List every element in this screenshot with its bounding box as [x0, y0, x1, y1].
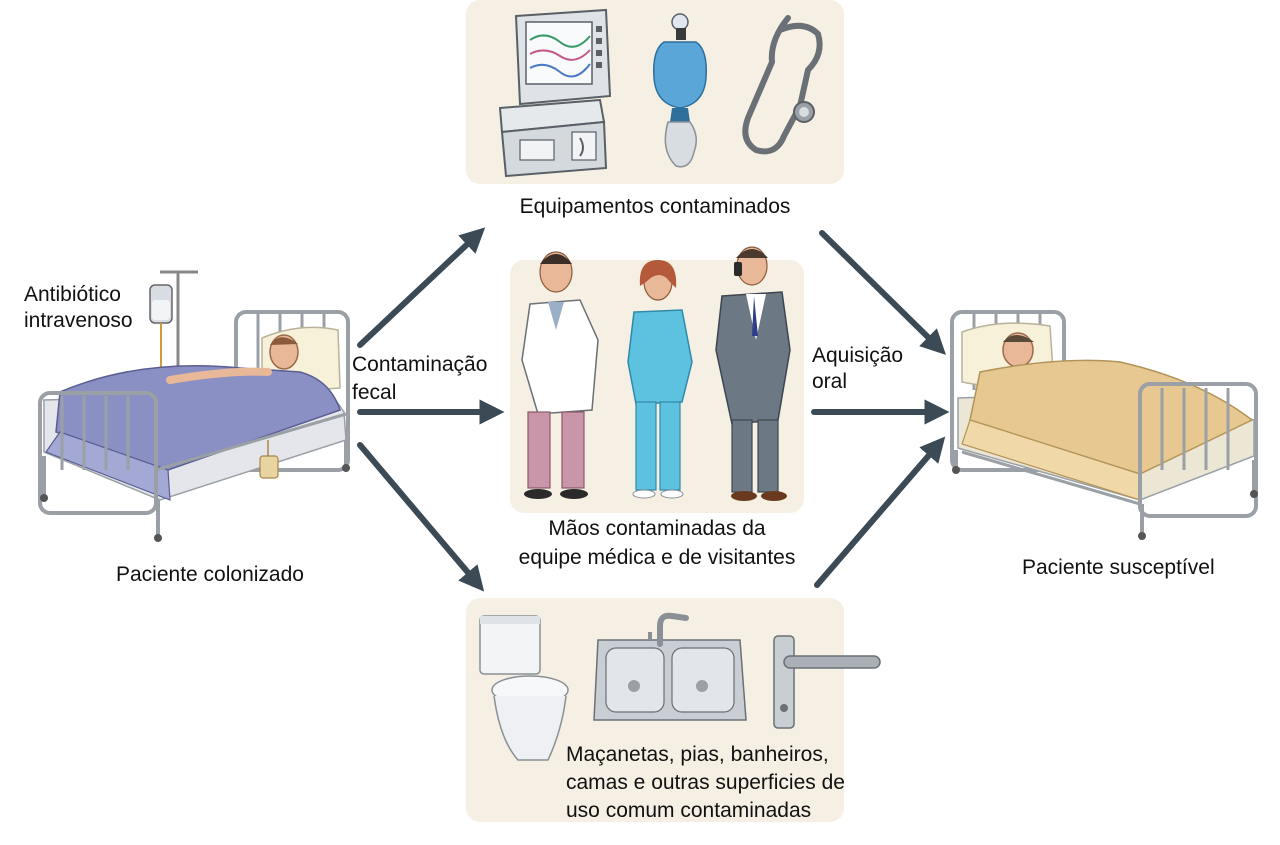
oral-label-line1: Aquisição [812, 344, 904, 367]
visitor-icon [715, 246, 791, 501]
arrow-to-equipment [357, 227, 486, 348]
fecal-label-line1: Contaminação [352, 353, 488, 376]
susceptible-patient-bed-icon [950, 310, 1258, 540]
surfaces-label-line3: uso comum contaminadas [566, 799, 812, 822]
bag-valve-mask-icon [652, 13, 708, 168]
nurse-icon [627, 260, 693, 499]
susceptible-patient-label: Paciente susceptível [1022, 556, 1215, 579]
arrow-from-equipment [819, 230, 946, 355]
door-handle-icon [773, 635, 881, 729]
colonized-patient-label: Paciente colonizado [116, 563, 304, 586]
hands-label-line1: Mãos contaminadas da [548, 517, 766, 540]
oral-label-line2: oral [812, 370, 848, 393]
surfaces-label-line1: Maçanetas, pias, banheiros, [566, 743, 829, 766]
doctor-icon [521, 251, 599, 499]
stethoscope-icon [742, 15, 823, 155]
ventilator-monitor-icon [498, 8, 612, 178]
surfaces-label-line2: camas e outras superficies de [566, 771, 845, 794]
transmission-arrows [357, 227, 950, 592]
equipment-label: Equipamentos contaminados [519, 195, 791, 218]
arrow-from-surfaces [814, 436, 946, 588]
antibiotic-label-line1: Antibiótico [24, 283, 121, 306]
fecal-label-line2: fecal [352, 381, 397, 404]
arrow-to-surfaces [357, 442, 485, 592]
sink-icon [593, 612, 747, 721]
colonized-patient-bed-icon [38, 270, 350, 542]
antibiotic-label-line2: intravenoso [24, 309, 133, 332]
toilet-icon [479, 615, 569, 761]
hands-label-line2: equipe médica e de visitantes [518, 546, 796, 569]
